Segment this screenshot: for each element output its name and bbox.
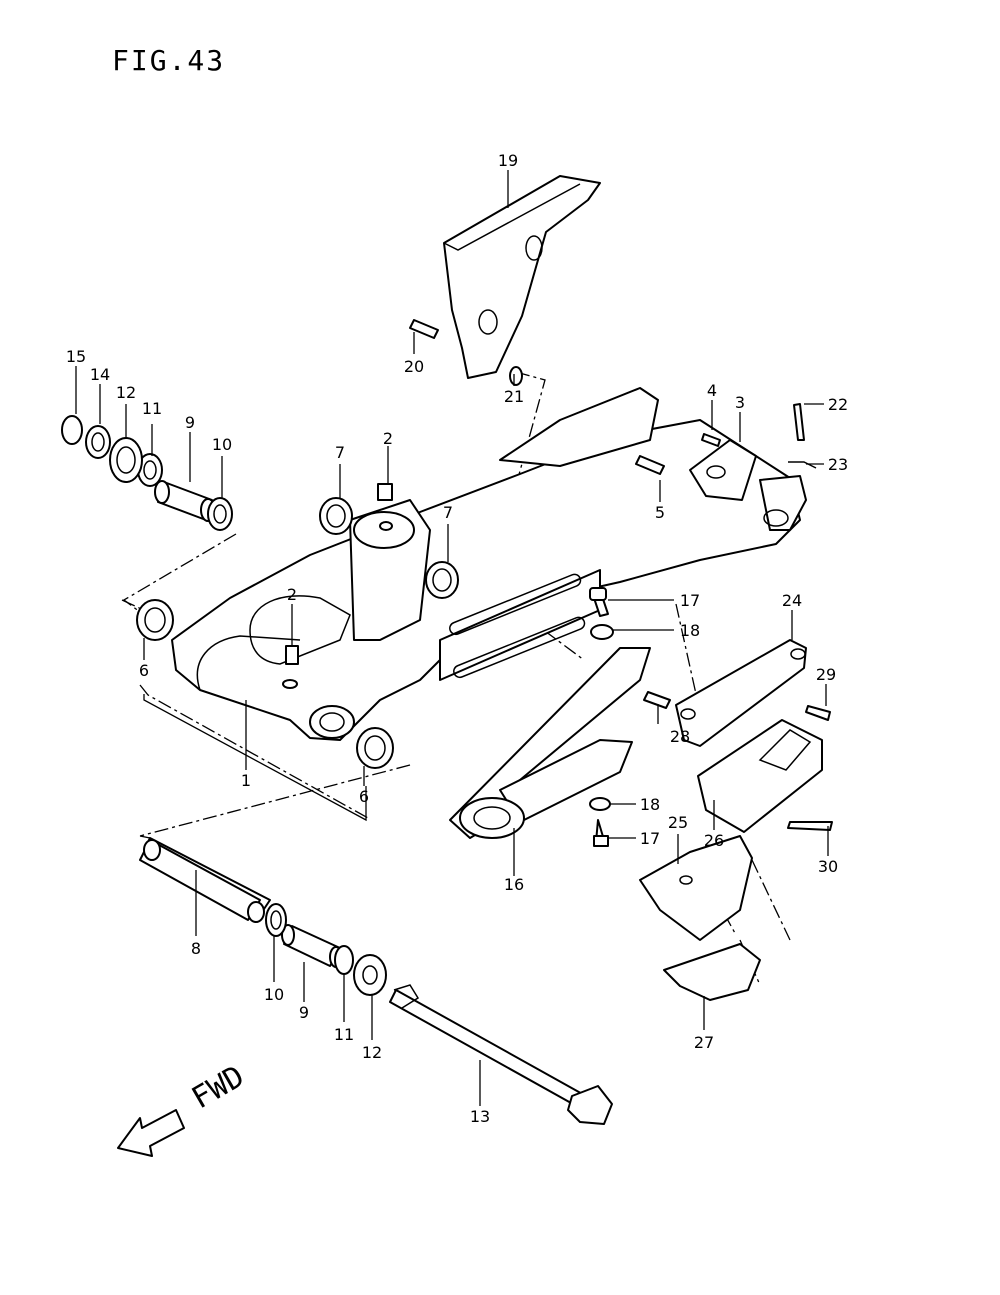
callout-2-upper: 2: [383, 429, 393, 448]
callout-16: 16: [504, 875, 524, 894]
spacer-9-upper: [154, 480, 216, 522]
callout-14: 14: [90, 365, 110, 384]
callout-labels: 1 2 2 3 4 5 6 6 7 7 8 9 9 10 10 11 11 12…: [66, 151, 848, 1126]
callout-2-lower: 2: [287, 585, 297, 604]
callout-17-upper: 17: [680, 591, 700, 610]
callout-12-lower: 12: [362, 1043, 382, 1062]
callout-22: 22: [828, 395, 848, 414]
callout-7-left: 7: [335, 443, 345, 462]
callout-9-lower: 9: [299, 1003, 309, 1022]
callout-11-lower: 11: [334, 1025, 354, 1044]
chain-guide-26: [697, 719, 823, 833]
bracket-3: [689, 439, 757, 501]
callout-4: 4: [707, 381, 717, 400]
callout-5: 5: [655, 503, 665, 522]
callout-18-lower: 18: [640, 795, 660, 814]
small-bolts: [282, 319, 833, 847]
callout-29: 29: [816, 665, 836, 684]
callout-10-lower: 10: [264, 985, 284, 1004]
callout-6-left: 6: [139, 661, 149, 680]
chain-slider-16: [449, 647, 651, 839]
chain-guide-27: [663, 943, 761, 1001]
chain-guide-24: [675, 639, 807, 747]
callout-28: 28: [670, 727, 690, 746]
callout-30: 30: [818, 857, 838, 876]
chain-guide-25: [639, 835, 753, 941]
callout-6-right: 6: [359, 787, 369, 806]
callout-21: 21: [504, 387, 524, 406]
callout-11-upper: 11: [142, 399, 162, 418]
callout-3: 3: [735, 393, 745, 412]
callout-20: 20: [404, 357, 424, 376]
pivot-collar-8: [139, 837, 271, 923]
callout-17-lower: 17: [640, 829, 660, 848]
callout-25: 25: [668, 813, 688, 832]
callout-7-right: 7: [443, 503, 453, 522]
callout-24: 24: [782, 591, 802, 610]
callout-leaders: [75, 170, 829, 1106]
figure-title: FIG.43: [112, 44, 226, 77]
callout-8: 8: [191, 939, 201, 958]
callout-15: 15: [66, 347, 86, 366]
callout-19: 19: [498, 151, 518, 170]
spacer-9-lower: [281, 924, 343, 968]
callout-9-upper: 9: [185, 413, 195, 432]
callout-18-upper: 18: [680, 621, 700, 640]
callout-10-upper: 10: [212, 435, 232, 454]
callout-12-upper: 12: [116, 383, 136, 402]
callout-26: 26: [704, 831, 724, 850]
callout-23: 23: [828, 455, 848, 474]
callout-13: 13: [470, 1107, 490, 1126]
callout-1: 1: [241, 771, 251, 790]
swingarm-1: [171, 387, 807, 741]
callout-27: 27: [694, 1033, 714, 1052]
bearings-washers: [61, 366, 614, 996]
pivot-bolt-13: [389, 984, 613, 1125]
fwd-arrow-icon: [117, 1109, 185, 1157]
chain-cover-19: [443, 175, 601, 379]
